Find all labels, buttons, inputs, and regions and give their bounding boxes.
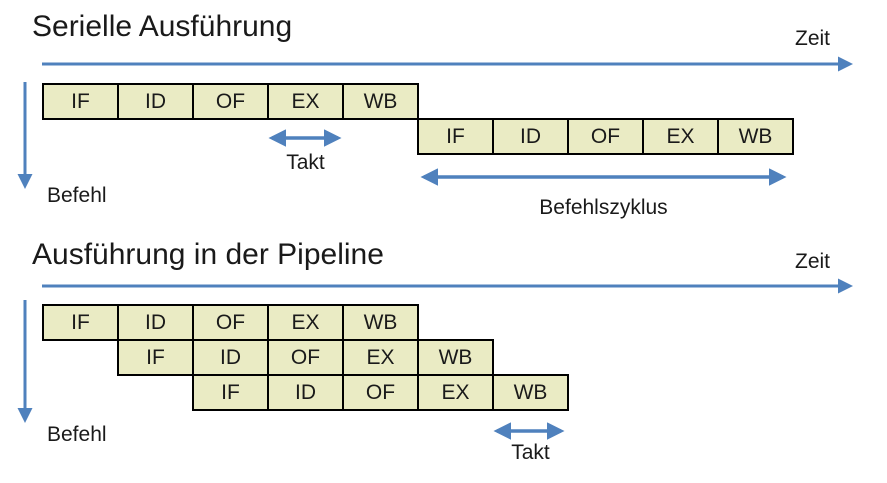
stage-cell-id: ID [192,339,269,376]
instruction-cycle-label: Befehlszyklus [539,196,668,219]
stage-cell-ex: EX [417,374,494,411]
stage-cell-ex: EX [267,83,344,120]
pipeline-instruction-axis-label: Befehl [47,423,107,446]
pipeline-time-axis-label: Zeit [795,250,831,273]
stage-cell-wb: WB [342,83,419,120]
serial-time-axis-label: Zeit [795,27,831,50]
stage-cell-wb: WB [342,304,419,341]
stage-cell-wb: WB [417,339,494,376]
stage-cell-id: ID [117,304,194,341]
serial-section-title: Serielle Ausführung [32,10,293,43]
stage-cell-ex: EX [342,339,419,376]
stage-cell-of: OF [192,83,269,120]
pipeline-clock-label: Takt [511,441,550,464]
stage-cell-ex: EX [267,304,344,341]
serial-instruction-axis-label: Befehl [47,184,107,207]
stage-cell-id: ID [117,83,194,120]
stage-cell-ex: EX [642,118,719,155]
stage-cell-of: OF [567,118,644,155]
stage-cell-if: IF [42,83,119,120]
stage-cell-of: OF [267,339,344,376]
stage-cell-of: OF [342,374,419,411]
stage-cell-wb: WB [717,118,794,155]
stage-cell-wb: WB [492,374,569,411]
serial-clock-label: Takt [286,151,325,174]
stage-cell-if: IF [192,374,269,411]
pipeline-section-title: Ausführung in der Pipeline [32,238,384,271]
stage-cell-if: IF [42,304,119,341]
stage-cell-if: IF [117,339,194,376]
stage-cell-of: OF [192,304,269,341]
stage-cell-id: ID [267,374,344,411]
stage-cell-if: IF [417,118,494,155]
stage-cell-id: ID [492,118,569,155]
